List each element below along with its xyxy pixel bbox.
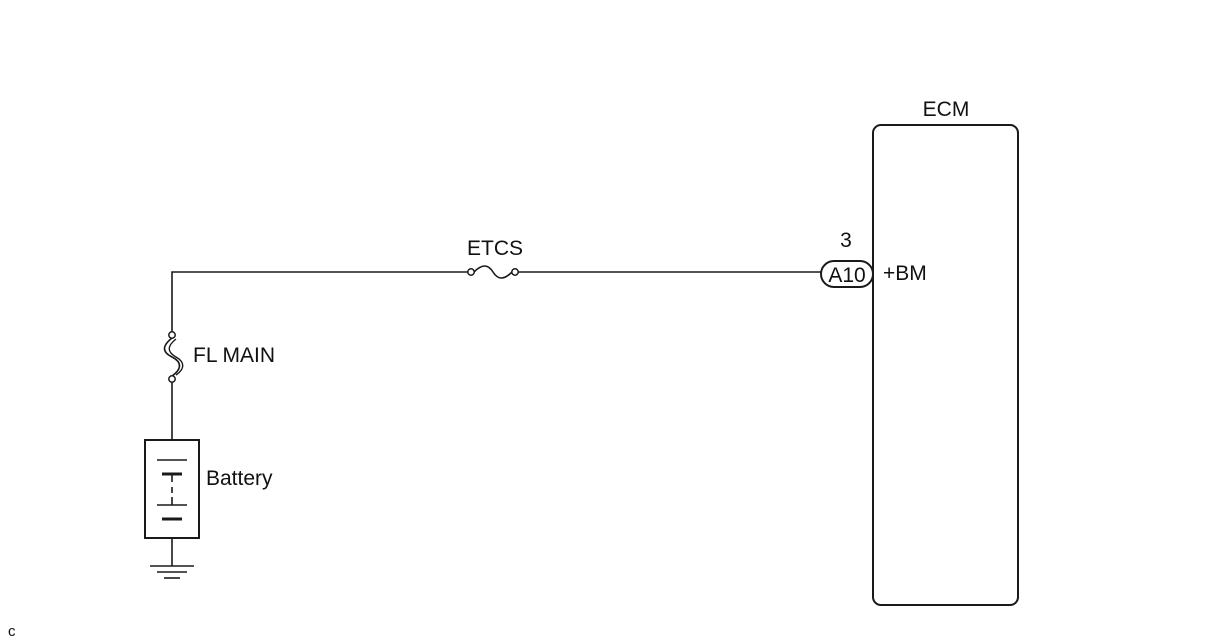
connector-outline xyxy=(820,260,874,288)
ecm-unit: ECM xyxy=(872,98,1019,606)
battery: Battery xyxy=(144,439,273,539)
ecm-box xyxy=(872,124,1019,606)
terminal-label: +BM xyxy=(883,262,927,285)
fl-main-fuse: FL MAIN xyxy=(163,331,275,383)
wire-top xyxy=(171,271,471,333)
etcs-fuse-terminal-left xyxy=(467,268,475,276)
ecm-title: ECM xyxy=(923,98,970,121)
figure-code: c xyxy=(8,623,16,640)
etcs-fuse-label: ETCS xyxy=(467,237,523,260)
fl-main-element-b xyxy=(168,338,184,376)
etcs-fuse: ETCS xyxy=(467,237,523,279)
etcs-fuse-element xyxy=(473,265,513,279)
fl-main-label: FL MAIN xyxy=(193,344,275,367)
fl-main-terminal-bottom xyxy=(168,375,176,383)
pin-number: 3 xyxy=(840,229,852,252)
fl-main-terminal-top xyxy=(168,331,176,339)
connector-a10: 3 A10 +BM xyxy=(820,229,927,288)
ground-icon xyxy=(150,538,194,579)
fl-main-element-a xyxy=(163,337,181,377)
connector-label: A10 xyxy=(828,264,865,287)
battery-label: Battery xyxy=(206,467,273,490)
etcs-fuse-terminal-right xyxy=(511,268,519,276)
